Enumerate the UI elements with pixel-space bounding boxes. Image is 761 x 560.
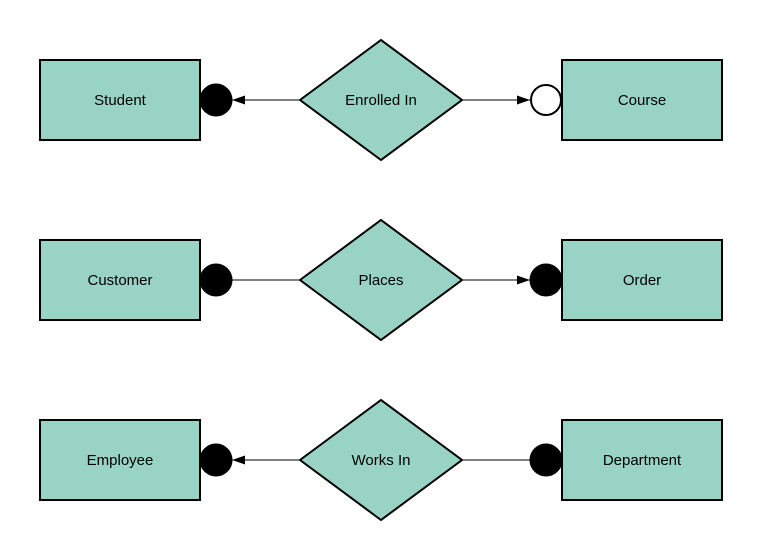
entity-box-course — [561, 59, 723, 141]
relationship-label-enrolled-in: Enrolled In — [345, 92, 417, 109]
entity-label-customer: Customer — [87, 272, 152, 289]
entity-box-student — [39, 59, 201, 141]
arrowhead-left-icon — [232, 95, 245, 105]
filled-circle-terminal-right — [529, 443, 563, 477]
entity-label-course: Course — [618, 92, 666, 109]
entity-label-order: Order — [623, 272, 661, 289]
entity-label-employee: Employee — [87, 452, 154, 469]
arrowhead-right-icon — [517, 275, 530, 285]
filled-circle-terminal-left — [199, 263, 233, 297]
relationship-label-works-in: Works In — [352, 452, 411, 469]
entity-label-student: Student — [94, 92, 147, 109]
relationship-row-employee-department: Employee Works In Department — [39, 398, 723, 522]
entity-box-customer — [39, 239, 201, 321]
filled-circle-terminal-left — [199, 83, 233, 117]
arrowhead-right-icon — [517, 95, 530, 105]
entity-label-department: Department — [603, 452, 682, 469]
relationship-row-customer-order: Customer Places Order — [39, 218, 723, 342]
entity-box-department — [561, 419, 723, 501]
filled-circle-terminal-left — [199, 443, 233, 477]
open-circle-terminal-right — [530, 84, 562, 116]
filled-circle-terminal-right — [529, 263, 563, 297]
entity-box-order — [561, 239, 723, 321]
relationship-label-places: Places — [358, 272, 403, 289]
arrowhead-left-icon — [232, 455, 245, 465]
relationship-row-student-course: Student Enrolled In Course — [39, 38, 723, 162]
